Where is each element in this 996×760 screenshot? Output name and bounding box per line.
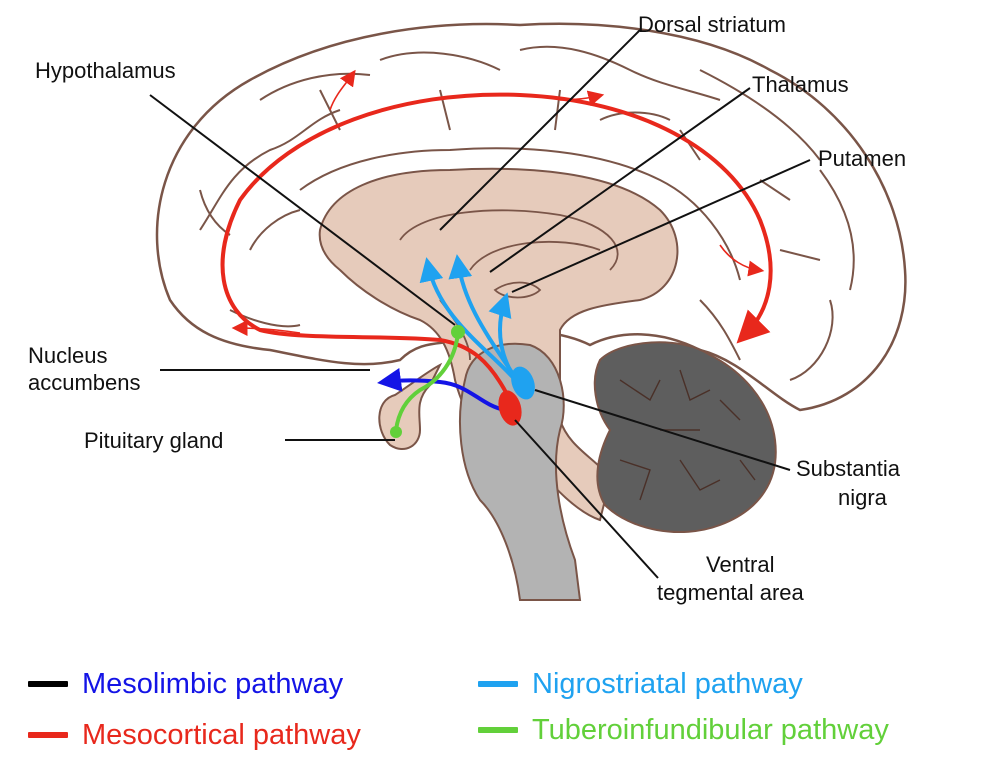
legend-item-mesocortical: Mesocortical pathway: [28, 718, 361, 752]
label-vta-2: tegmental area: [657, 580, 804, 605]
label-pituitary-gland: Pituitary gland: [84, 428, 224, 453]
mesocortical-branch: [329, 69, 356, 111]
gyri: [199, 45, 855, 381]
substantia-nigra-node: [511, 366, 535, 400]
label-putamen: Putamen: [818, 146, 907, 171]
cerebellum-folia: [619, 369, 756, 501]
mesocortical-arc: [220, 92, 773, 401]
legend-swatch: [478, 727, 518, 733]
label-dorsal-striatum: Dorsal striatum: [638, 12, 786, 37]
label-hypothalamus: Hypothalamus: [35, 58, 176, 83]
legend-label: Mesocortical pathway: [82, 719, 361, 751]
brain-diagram: [149, 22, 907, 601]
legend-item-nigrostriatal: Nigrostriatal pathway: [478, 667, 803, 701]
label-thalamus: Thalamus: [752, 72, 849, 97]
mesocortical-branch: [231, 320, 301, 337]
legend-label: Mesolimbic pathway: [82, 668, 344, 700]
tuberoinfundibular-path: [394, 332, 460, 431]
hypothalamus-node: [451, 325, 465, 339]
label-nucleus-accumbens-2: accumbens: [28, 370, 141, 395]
legend-item-tuberoinfundibular: Tuberoinfundibular pathway: [478, 713, 889, 747]
legend-swatch: [28, 732, 68, 738]
label-substantia-nigra-1: Substantia: [796, 456, 900, 481]
label-substantia-nigra-2: nigra: [838, 485, 887, 510]
legend-swatch: [28, 681, 68, 687]
legend-swatch: [478, 681, 518, 687]
brainstem: [459, 342, 582, 601]
mesocortical-branch: [559, 90, 605, 107]
label-nucleus-accumbens-1: Nucleus: [28, 343, 108, 368]
mesolimbic-path: [377, 367, 506, 412]
legend-label: Tuberoinfundibular pathway: [532, 714, 889, 746]
leader-lines: [149, 29, 811, 579]
legend-item-mesolimbic: Mesolimbic pathway: [28, 667, 343, 701]
pituitary-node: [390, 426, 402, 438]
vta-node: [498, 390, 522, 426]
legend-label: Nigrostriatal pathway: [532, 668, 803, 700]
deep-tissue: [318, 167, 679, 522]
mesocortical-branch: [719, 244, 765, 277]
label-vta-1: Ventral: [706, 552, 775, 577]
pituitary-gland: [378, 362, 443, 450]
